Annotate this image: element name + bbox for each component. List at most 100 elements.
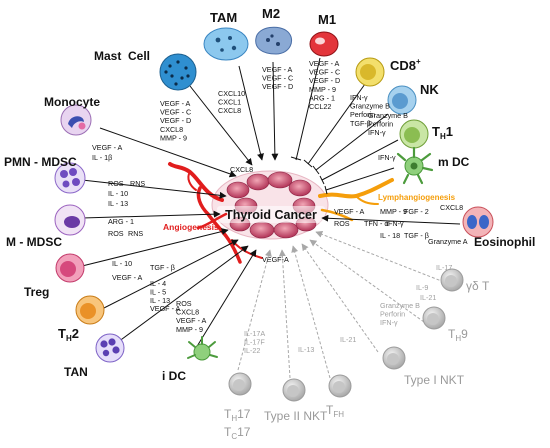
cd8-mediator-3: Perforin — [350, 110, 375, 119]
treg-label: Treg — [24, 285, 49, 299]
mast-mediator-2: VEGF - C — [160, 108, 191, 117]
eos-mediator-2: ROS — [334, 219, 350, 228]
lymphangiogenesis-label: Lymphangiogenesis — [378, 193, 456, 202]
type-i-nkt-icon — [382, 346, 406, 370]
th9-cell-icon — [422, 306, 446, 330]
tan-label: TAN — [64, 365, 88, 379]
th9-label: TH9 — [448, 327, 468, 343]
m1-mediator-4: MMP - 9 — [309, 85, 336, 94]
eos-mediator-4: TFN - α — [364, 219, 389, 228]
nkt1-mediator-3: IFN-γ — [380, 318, 398, 327]
th2-mediator-1: IL - 4 — [150, 279, 166, 288]
gamma-delta-t-label: γδ T — [466, 279, 490, 293]
th9-mediator-1: IL-9 — [416, 283, 428, 292]
pmn-mediator-1: ROS — [108, 179, 124, 188]
cd8-mediator-4: TGF-β — [350, 119, 371, 128]
center-title: Thyroid Cancer — [225, 208, 317, 222]
nkt1-mediator-1: Granzyme B — [380, 301, 420, 310]
th2-label: TH2 — [58, 326, 79, 343]
treg-mediator-3: VEGF - A — [112, 273, 143, 282]
m2-mediator-2: VEGF - C — [262, 74, 293, 83]
tan-mediator-2: CXCL8 — [176, 308, 199, 317]
monocyte-mediator-2: IL - 1β — [92, 153, 112, 162]
m1-mediator-6: CCL22 — [309, 102, 331, 111]
mast-cell-icon — [159, 53, 197, 91]
type-i-nkt-label: Type I NKT — [404, 373, 465, 387]
tam-mediator-2: CXCL1 — [218, 98, 241, 107]
eos-mediator-5: FGF - 2 — [404, 207, 429, 216]
treg-mediator-1: IL - 10 — [112, 259, 132, 268]
eos-mediator-7: CXCL8 — [440, 203, 463, 212]
mast-mediator-1: VEGF - A — [160, 99, 191, 108]
eos-mediator-3: MMP - 9 — [380, 207, 407, 216]
mature-dc-icon — [396, 146, 434, 185]
eos-mediator-10: Granzyme A — [428, 237, 468, 246]
th2-mediator-3: IL - 13 — [150, 296, 170, 305]
interaction-arrows — [73, 57, 461, 349]
mast-cell-label: Mast Cell — [94, 49, 150, 63]
eos-mediator-9: TGF - β — [404, 231, 429, 240]
eos-mediator-6: IFN-γ — [386, 219, 404, 228]
mmdsc-mediator-3: RNS — [128, 229, 143, 238]
m2-macrophage-icon — [255, 26, 292, 55]
nk-mediator-2: Perforin — [368, 120, 393, 129]
th17-mediator-3: IL-22 — [244, 346, 260, 355]
mast-mediator-5: MMP - 9 — [160, 133, 187, 142]
treg-cell-icon — [55, 253, 85, 283]
cd8-mediator-1: IFN-γ — [350, 93, 368, 102]
center-vegfa: VEGF-A — [262, 255, 289, 264]
faded-arrows — [237, 231, 445, 379]
th2-mediator-4: VEGF - A — [150, 304, 181, 313]
m2-mediator-3: VEGF - D — [262, 82, 293, 91]
cd8-mediator-2: Granzyme B — [350, 102, 390, 111]
pmn-mediator-2: RNS — [130, 179, 145, 188]
tam-label: TAM — [210, 10, 237, 25]
m-mdsc-icon — [54, 204, 86, 236]
m1-label: M1 — [318, 12, 336, 27]
m1-mediator-3: VEGF - D — [309, 76, 340, 85]
immature-dc-icon — [187, 336, 218, 361]
nk-label: NK — [420, 82, 439, 97]
nkt1-mediator-2: Perforin — [380, 310, 405, 319]
tam-mediator-3: CXCL8 — [218, 106, 241, 115]
th17-mediator-1: IL-17A — [244, 329, 265, 338]
th2-mediator-2: IL - 5 — [150, 287, 166, 296]
m1-mediator-1: VEGF - A — [309, 59, 340, 68]
m1-mediator-2: VEGF - C — [309, 68, 340, 77]
tam-cell-icon — [203, 27, 249, 61]
pmn-mdsc-icon — [54, 162, 86, 194]
th2-cell-icon — [75, 295, 105, 325]
th17-label: TH17 — [224, 407, 251, 423]
th17-mediator-2: IL-17F — [244, 338, 265, 347]
m1-mediator-5: ARG - 1 — [309, 93, 335, 102]
th17-cell-icon — [228, 372, 252, 396]
gamma-delta-t-icon — [440, 268, 464, 292]
idc-label: i DC — [162, 369, 186, 383]
type-ii-nkt-label: Type II NKT — [264, 409, 328, 423]
eos-mediator-8: IL - 18 — [380, 231, 400, 240]
type-ii-nkt-icon — [282, 378, 306, 402]
tumor-cluster: Thyroid Cancer — [211, 170, 329, 240]
tfh-label: TFH — [326, 403, 344, 419]
monocyte-mediator-1: VEGF - A — [92, 143, 123, 152]
mdc-label: m DC — [438, 155, 470, 169]
tan-mediator-3: VEGF - A — [176, 316, 207, 325]
nkt2-mediator-1: IL-13 — [298, 345, 314, 354]
mast-mediator-4: CXCL8 — [160, 125, 183, 134]
gdt-mediator-1: IL-17 — [436, 263, 452, 272]
pmn-mediator-4: IL - 13 — [108, 199, 128, 208]
nk-cell-icon — [387, 85, 417, 115]
center-cxcl8: CXCL8 — [230, 165, 253, 174]
tan-mediator-1: ROS — [176, 299, 192, 308]
treg-mediator-2: TGF - β — [150, 263, 175, 272]
th1-cell-icon — [399, 119, 429, 149]
th9-mediator-2: IL-21 — [420, 293, 436, 302]
tan-cell-icon — [95, 333, 125, 363]
eosinophil-icon — [462, 206, 494, 238]
m-mdsc-label: M - MDSC — [6, 235, 62, 249]
tfh-cell-icon — [328, 374, 352, 398]
mmdsc-mediator-2: ROS — [108, 229, 124, 238]
tc17-label: TC17 — [224, 425, 251, 441]
